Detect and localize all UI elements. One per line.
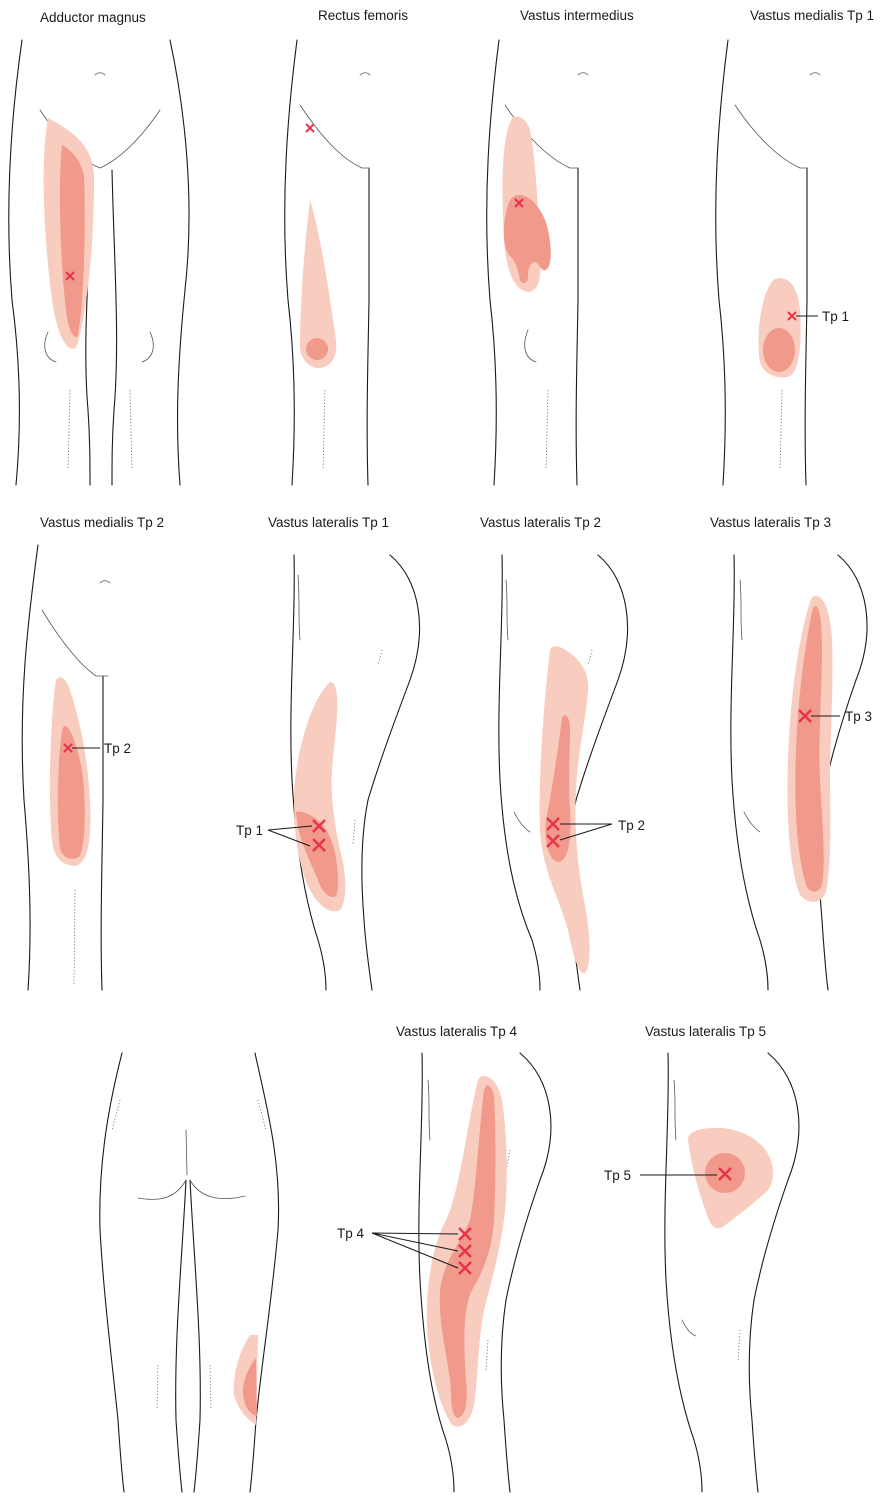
knee-contour (45, 332, 154, 362)
tp-label: Tp 5 (604, 1168, 631, 1183)
knee-contour (514, 812, 530, 832)
tp-label: Tp 2 (618, 818, 645, 833)
body-outline-back (501, 1053, 551, 1492)
panel-title: Vastus lateralis Tp 5 (645, 1024, 766, 1039)
hip-contour (740, 580, 742, 640)
buttock-contour (738, 1330, 740, 1360)
inner-leg-left (176, 1180, 186, 1492)
hip-contour (506, 580, 508, 640)
groin-crease (42, 610, 108, 676)
panel-title: Rectus femoris (318, 8, 408, 23)
knee-contour (744, 812, 760, 832)
body-outline-left (716, 40, 728, 485)
groin-crease (735, 105, 807, 168)
navel-icon (360, 73, 370, 75)
navel-icon (578, 73, 588, 75)
referral-zone-dark (763, 328, 795, 372)
shin-contour (68, 390, 132, 470)
body-outline-front (665, 1053, 702, 1492)
panel-title: Vastus lateralis Tp 2 (480, 515, 601, 530)
panel-rectus-femoris: Rectus femoris (285, 8, 409, 485)
shin-contour (780, 390, 782, 470)
navel-icon (100, 581, 110, 583)
panel-title: Adductor magnus (40, 10, 146, 25)
body-outline-right (101, 676, 103, 990)
body-outline-left (22, 545, 38, 990)
body-outline-left (285, 40, 297, 485)
body-outline-right (170, 40, 189, 485)
hip-contour (674, 1080, 676, 1140)
body-outline-front (499, 555, 540, 990)
body-outline-left (9, 40, 22, 485)
hip-contour (298, 575, 300, 640)
body-outline-front (731, 555, 768, 990)
panel-vastus-medialis-tp1: Vastus medialis Tp 1 Tp 1 (716, 8, 874, 485)
inner-leg-right (112, 170, 117, 485)
shin-contour (323, 390, 325, 470)
gluteal-fold-left (138, 1180, 186, 1199)
tp-label: Tp 1 (236, 823, 263, 838)
spine-line (186, 1130, 187, 1175)
body-outline-right (250, 1053, 279, 1492)
body-outline-back (749, 1053, 799, 1492)
tp-label: Tp 3 (845, 709, 872, 724)
panel-vastus-lateralis-tp3: Vastus lateralis Tp 3 Tp 3 (710, 515, 872, 990)
knee-contour (525, 330, 536, 362)
panel-title: Vastus lateralis Tp 1 (268, 515, 389, 530)
tp-label: Tp 2 (104, 741, 131, 756)
buttock-contour (353, 650, 382, 845)
trigger-point-marker (306, 124, 314, 132)
panel-vastus-lateralis-tp2: Vastus lateralis Tp 2 Tp 2 (480, 515, 645, 990)
panel-vastus-medialis-tp2: Vastus medialis Tp 2 Tp 2 (22, 515, 164, 990)
panel-title: Vastus intermedius (520, 8, 634, 23)
panel-adductor-magnus: Adductor magnus (9, 10, 189, 485)
panel-vastus-intermedius: Vastus intermedius (487, 8, 634, 485)
panel-posterior-view (100, 1053, 279, 1492)
tp-label: Tp 1 (822, 309, 849, 324)
gluteal-fold-right (190, 1180, 245, 1199)
buttock-contour (588, 650, 592, 665)
navel-icon (810, 73, 820, 75)
panel-title: Vastus medialis Tp 1 (750, 8, 874, 23)
inner-leg-right (190, 1180, 200, 1492)
body-outline-right (805, 168, 807, 485)
panel-vastus-lateralis-tp5: Vastus lateralis Tp 5 Tp 5 (604, 1024, 799, 1492)
hip-contour (428, 1080, 430, 1140)
body-outline-right (367, 168, 369, 485)
panel-title: Vastus lateralis Tp 4 (396, 1024, 518, 1039)
panel-vastus-lateralis-tp4: Vastus lateralis Tp 4 Tp 4 (337, 1024, 551, 1492)
body-outline-left (100, 1053, 124, 1492)
referral-zone-dark (306, 338, 328, 360)
body-outline-left (487, 40, 499, 485)
shin-contour (546, 390, 548, 470)
navel-icon (95, 73, 105, 75)
body-outline-right (576, 168, 578, 485)
groin-crease (300, 105, 369, 168)
panel-title: Vastus medialis Tp 2 (40, 515, 164, 530)
tp-label: Tp 4 (337, 1226, 365, 1241)
panel-vastus-lateralis-tp1: Vastus lateralis Tp 1 Tp 1 (236, 515, 420, 990)
shin-contour (74, 890, 75, 985)
panel-title: Vastus lateralis Tp 3 (710, 515, 831, 530)
body-outline-back (362, 555, 420, 990)
knee-contour (682, 1320, 696, 1336)
